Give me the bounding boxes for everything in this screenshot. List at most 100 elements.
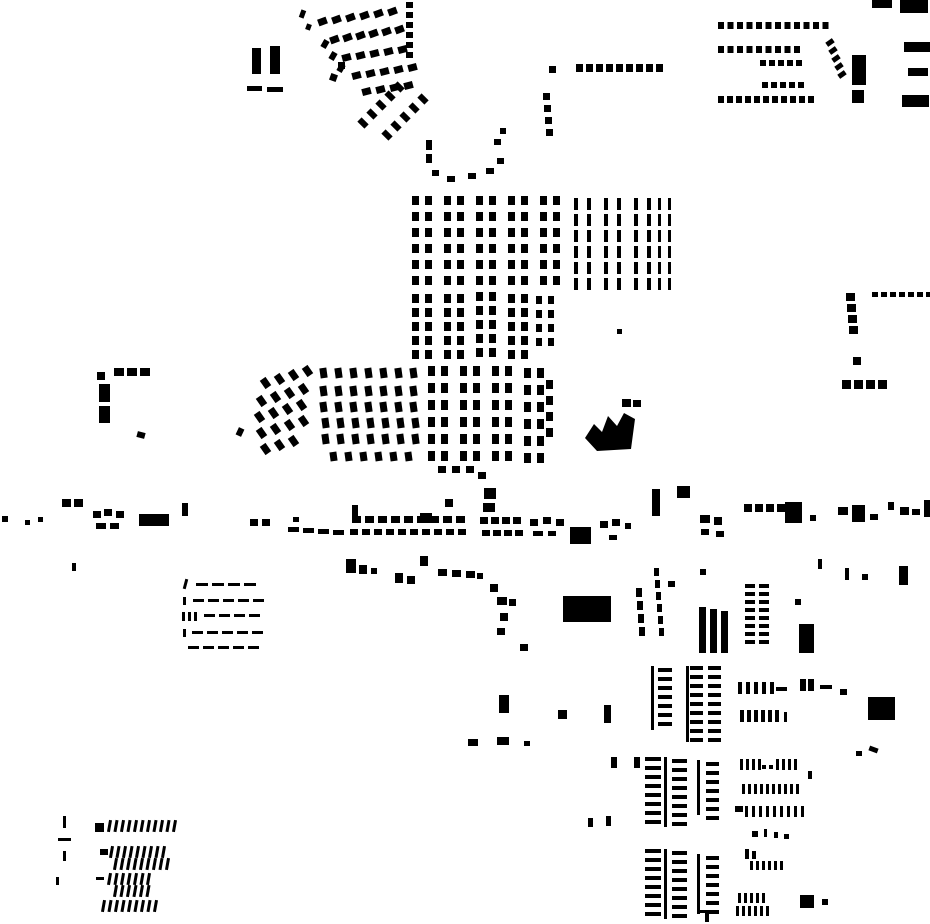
building (617, 198, 621, 210)
building (645, 885, 661, 889)
building (269, 422, 282, 436)
building (782, 759, 785, 770)
building (672, 804, 687, 808)
building (706, 789, 719, 793)
building (491, 517, 499, 524)
building (351, 433, 360, 445)
building (752, 759, 755, 770)
building (379, 66, 390, 77)
building (862, 574, 868, 580)
building (664, 757, 667, 827)
building (321, 433, 330, 445)
building (756, 861, 759, 870)
building (373, 8, 384, 19)
building (121, 845, 128, 859)
building (395, 573, 403, 583)
building (508, 294, 515, 303)
building (899, 292, 905, 297)
building (609, 535, 617, 540)
building (425, 350, 432, 359)
building (659, 628, 664, 636)
building (763, 96, 769, 103)
building (536, 324, 542, 332)
building (574, 214, 578, 226)
building (2, 516, 8, 522)
building (489, 244, 496, 253)
building (267, 87, 283, 92)
building (645, 849, 661, 853)
building (521, 228, 528, 237)
building (489, 196, 496, 205)
building (460, 451, 467, 461)
building (468, 739, 478, 746)
building (536, 310, 542, 318)
building (444, 294, 451, 303)
building (553, 228, 560, 237)
building (521, 350, 528, 359)
building (846, 293, 855, 301)
building (654, 568, 659, 576)
building (658, 686, 672, 690)
building (96, 877, 104, 880)
building (912, 509, 920, 515)
building (790, 784, 793, 794)
building (139, 899, 146, 913)
building (710, 609, 717, 653)
building (366, 417, 375, 429)
building (158, 819, 165, 833)
building (457, 228, 464, 237)
building (365, 516, 374, 523)
building (100, 899, 107, 913)
building (138, 884, 145, 898)
building (745, 600, 755, 604)
building (490, 584, 498, 592)
building (252, 631, 263, 634)
building (759, 608, 769, 612)
building (706, 780, 719, 784)
building (543, 517, 551, 524)
building (708, 702, 721, 706)
building (473, 434, 480, 444)
building (706, 762, 719, 766)
building (746, 682, 750, 694)
building (778, 784, 781, 794)
building (759, 592, 769, 596)
building (774, 861, 777, 870)
building (658, 198, 661, 210)
building (544, 105, 551, 112)
building (154, 845, 160, 859)
building (404, 451, 413, 462)
building (508, 350, 515, 359)
building (145, 884, 151, 898)
building (364, 401, 373, 413)
building (345, 12, 356, 23)
building (259, 376, 272, 390)
building (119, 857, 125, 871)
building (505, 434, 512, 444)
building (801, 806, 804, 817)
building (164, 857, 171, 871)
building (645, 867, 661, 871)
building (407, 576, 415, 584)
building (759, 600, 769, 604)
building (904, 42, 930, 52)
building (63, 816, 66, 828)
building (497, 628, 505, 635)
building (587, 230, 591, 242)
building (460, 417, 467, 427)
building (856, 751, 862, 756)
building (604, 230, 608, 242)
building (852, 55, 866, 85)
building (218, 646, 229, 649)
building (482, 530, 490, 536)
building (672, 878, 687, 882)
building (430, 516, 439, 523)
building (391, 516, 400, 523)
building (768, 710, 772, 722)
building (900, 0, 928, 13)
building (777, 504, 785, 512)
building (788, 759, 791, 770)
building (393, 81, 405, 93)
building (108, 845, 115, 859)
building (127, 368, 137, 376)
